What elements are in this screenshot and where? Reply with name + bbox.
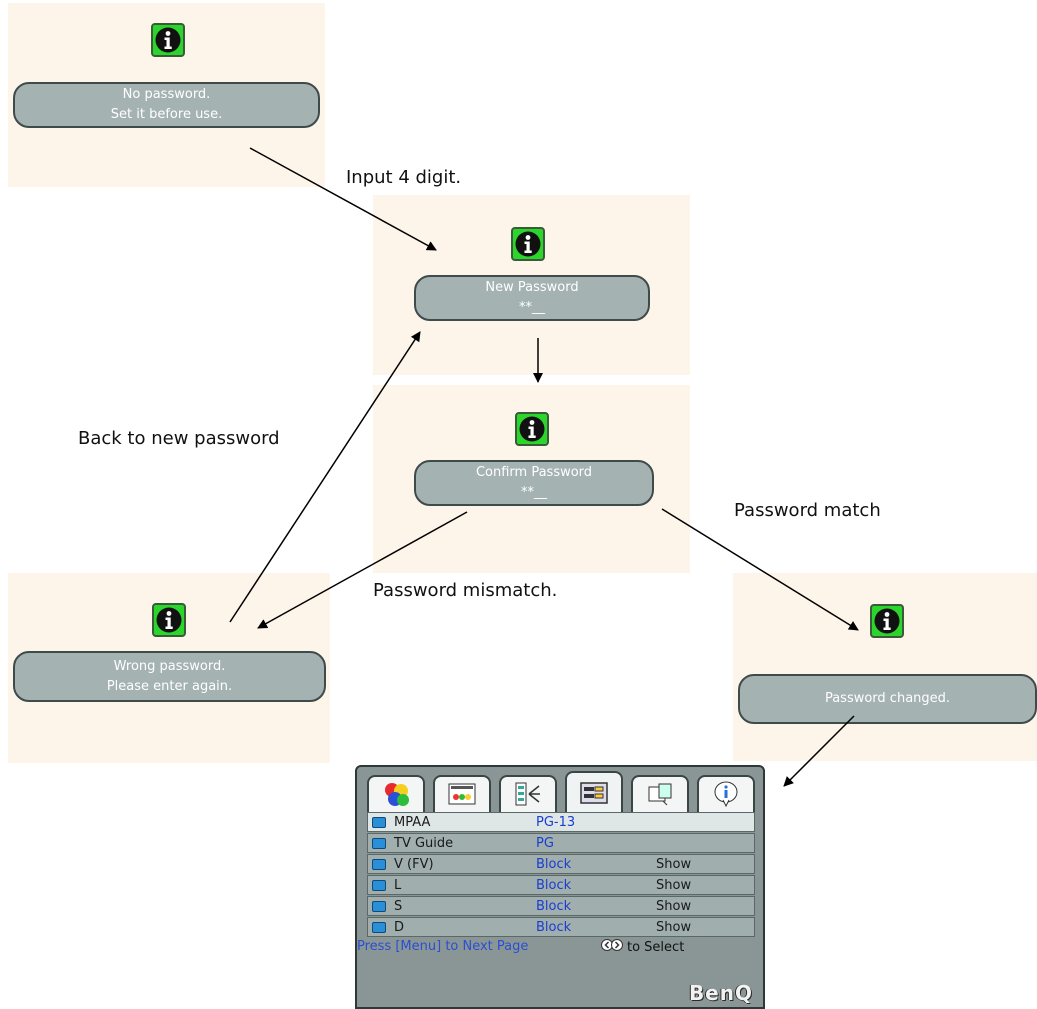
- message-line: No password.: [122, 87, 211, 102]
- message-line: Confirm Password: [475, 465, 593, 480]
- row-name: D: [394, 920, 405, 935]
- row-value[interactable]: Block: [536, 920, 572, 935]
- row-extra[interactable]: Show: [656, 920, 692, 935]
- content-box-icon: [372, 901, 386, 912]
- password-mask: **__: [521, 485, 547, 500]
- color-balls-icon: [381, 779, 411, 813]
- row-name: S: [394, 899, 403, 914]
- arrow-back-to-new-password: [229, 331, 421, 623]
- row-extra[interactable]: Show: [656, 857, 692, 872]
- info-icon: [152, 603, 186, 637]
- arrow-to-password-changed: [661, 508, 859, 631]
- tab-setup[interactable]: [565, 771, 623, 817]
- content-box-icon: [372, 859, 386, 870]
- menu-next-page-hint: Press [Menu] to Next Page: [357, 939, 529, 954]
- tab-information[interactable]: [697, 775, 755, 815]
- info-icon: [870, 604, 904, 638]
- row-value[interactable]: Block: [536, 857, 572, 872]
- audio-speaker-icon: [513, 780, 543, 812]
- menu-row-mpaa[interactable]: MPAA PG-13: [367, 812, 755, 832]
- message-line: Set it before use.: [110, 107, 223, 122]
- rating-tv-icon: [372, 817, 386, 828]
- row-value[interactable]: Block: [536, 878, 572, 893]
- row-name: L: [394, 878, 402, 893]
- message-box-wrong-password: Wrong password. Please enter again.: [13, 651, 326, 702]
- menu-row-d[interactable]: D Block Show: [367, 917, 755, 937]
- tab-audio[interactable]: [499, 775, 557, 815]
- message-line: Please enter again.: [106, 678, 233, 694]
- menu-row-s[interactable]: S Block Show: [367, 896, 755, 916]
- row-name: V (FV): [394, 857, 434, 872]
- row-name: MPAA: [394, 815, 431, 830]
- content-box-icon: [372, 922, 386, 933]
- label-input-digit: Input 4 digit.: [346, 167, 462, 188]
- row-value[interactable]: Block: [536, 899, 572, 914]
- parental-control-menu: MPAA PG-13 TV Guide PG V (FV) Block Show…: [355, 765, 765, 1009]
- info-bubble-icon: [711, 780, 741, 812]
- menu-row-l[interactable]: L Block Show: [367, 875, 755, 895]
- row-extra[interactable]: Show: [656, 878, 692, 893]
- tab-picture[interactable]: [367, 775, 425, 815]
- row-name: TV Guide: [394, 836, 454, 851]
- message-box-confirm-password: Confirm Password **__: [414, 460, 654, 506]
- arrow-to-wrong-password: [257, 511, 468, 629]
- benq-logo: BenQ: [688, 981, 753, 1005]
- rating-tv-icon: [372, 838, 386, 849]
- menu-row-tv-guide[interactable]: TV Guide PG: [367, 833, 755, 853]
- display-settings-icon: [447, 781, 477, 811]
- info-icon: [515, 412, 549, 446]
- info-icon: [511, 227, 545, 261]
- menu-row-v-fv[interactable]: V (FV) Block Show: [367, 854, 755, 874]
- password-mask: **__: [519, 300, 545, 315]
- message-box-password-changed: Password changed.: [738, 674, 1037, 724]
- arrow-to-menu: [783, 715, 855, 787]
- tab-source[interactable]: [631, 775, 689, 815]
- menu-tab-bar: [363, 771, 757, 817]
- setup-panel-icon: [579, 780, 609, 810]
- info-icon: [151, 23, 185, 57]
- row-value[interactable]: PG-13: [536, 815, 576, 830]
- label-password-mismatch: Password mismatch.: [373, 580, 558, 601]
- content-box-icon: [372, 880, 386, 891]
- message-line: New Password: [485, 280, 579, 295]
- row-value[interactable]: PG: [536, 836, 554, 851]
- label-back-to-new-password: Back to new password: [78, 428, 280, 449]
- label-password-match: Password match: [734, 500, 881, 521]
- message-box-no-password: No password. Set it before use.: [13, 82, 320, 128]
- message-line: Wrong password.: [113, 658, 226, 674]
- menu-select-hint: to Select: [601, 938, 684, 956]
- left-right-arrows-icon: [601, 938, 623, 956]
- source-input-icon: [645, 781, 675, 811]
- row-extra[interactable]: Show: [656, 899, 692, 914]
- tab-display[interactable]: [433, 775, 491, 815]
- message-line: Password changed.: [824, 691, 951, 706]
- arrow-to-new-password: [249, 147, 437, 251]
- select-label: to Select: [627, 939, 685, 955]
- message-box-new-password: New Password **__: [414, 275, 650, 321]
